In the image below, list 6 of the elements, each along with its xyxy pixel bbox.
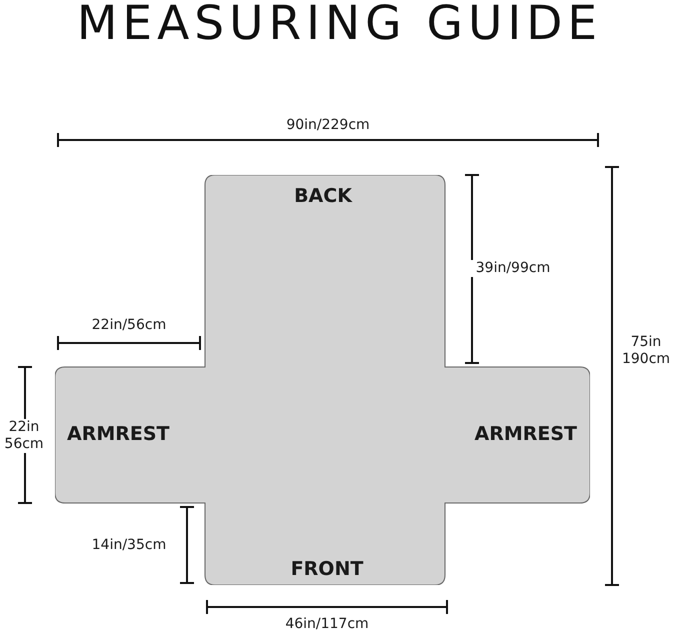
title: MEASURING GUIDE	[76, 0, 604, 51]
part-name: ARMREST	[474, 423, 577, 445]
part-name: FRONT	[290, 558, 364, 580]
part-name: BACK	[294, 185, 352, 207]
cover-shape	[55, 175, 590, 585]
part-name: ARMREST	[67, 423, 170, 445]
